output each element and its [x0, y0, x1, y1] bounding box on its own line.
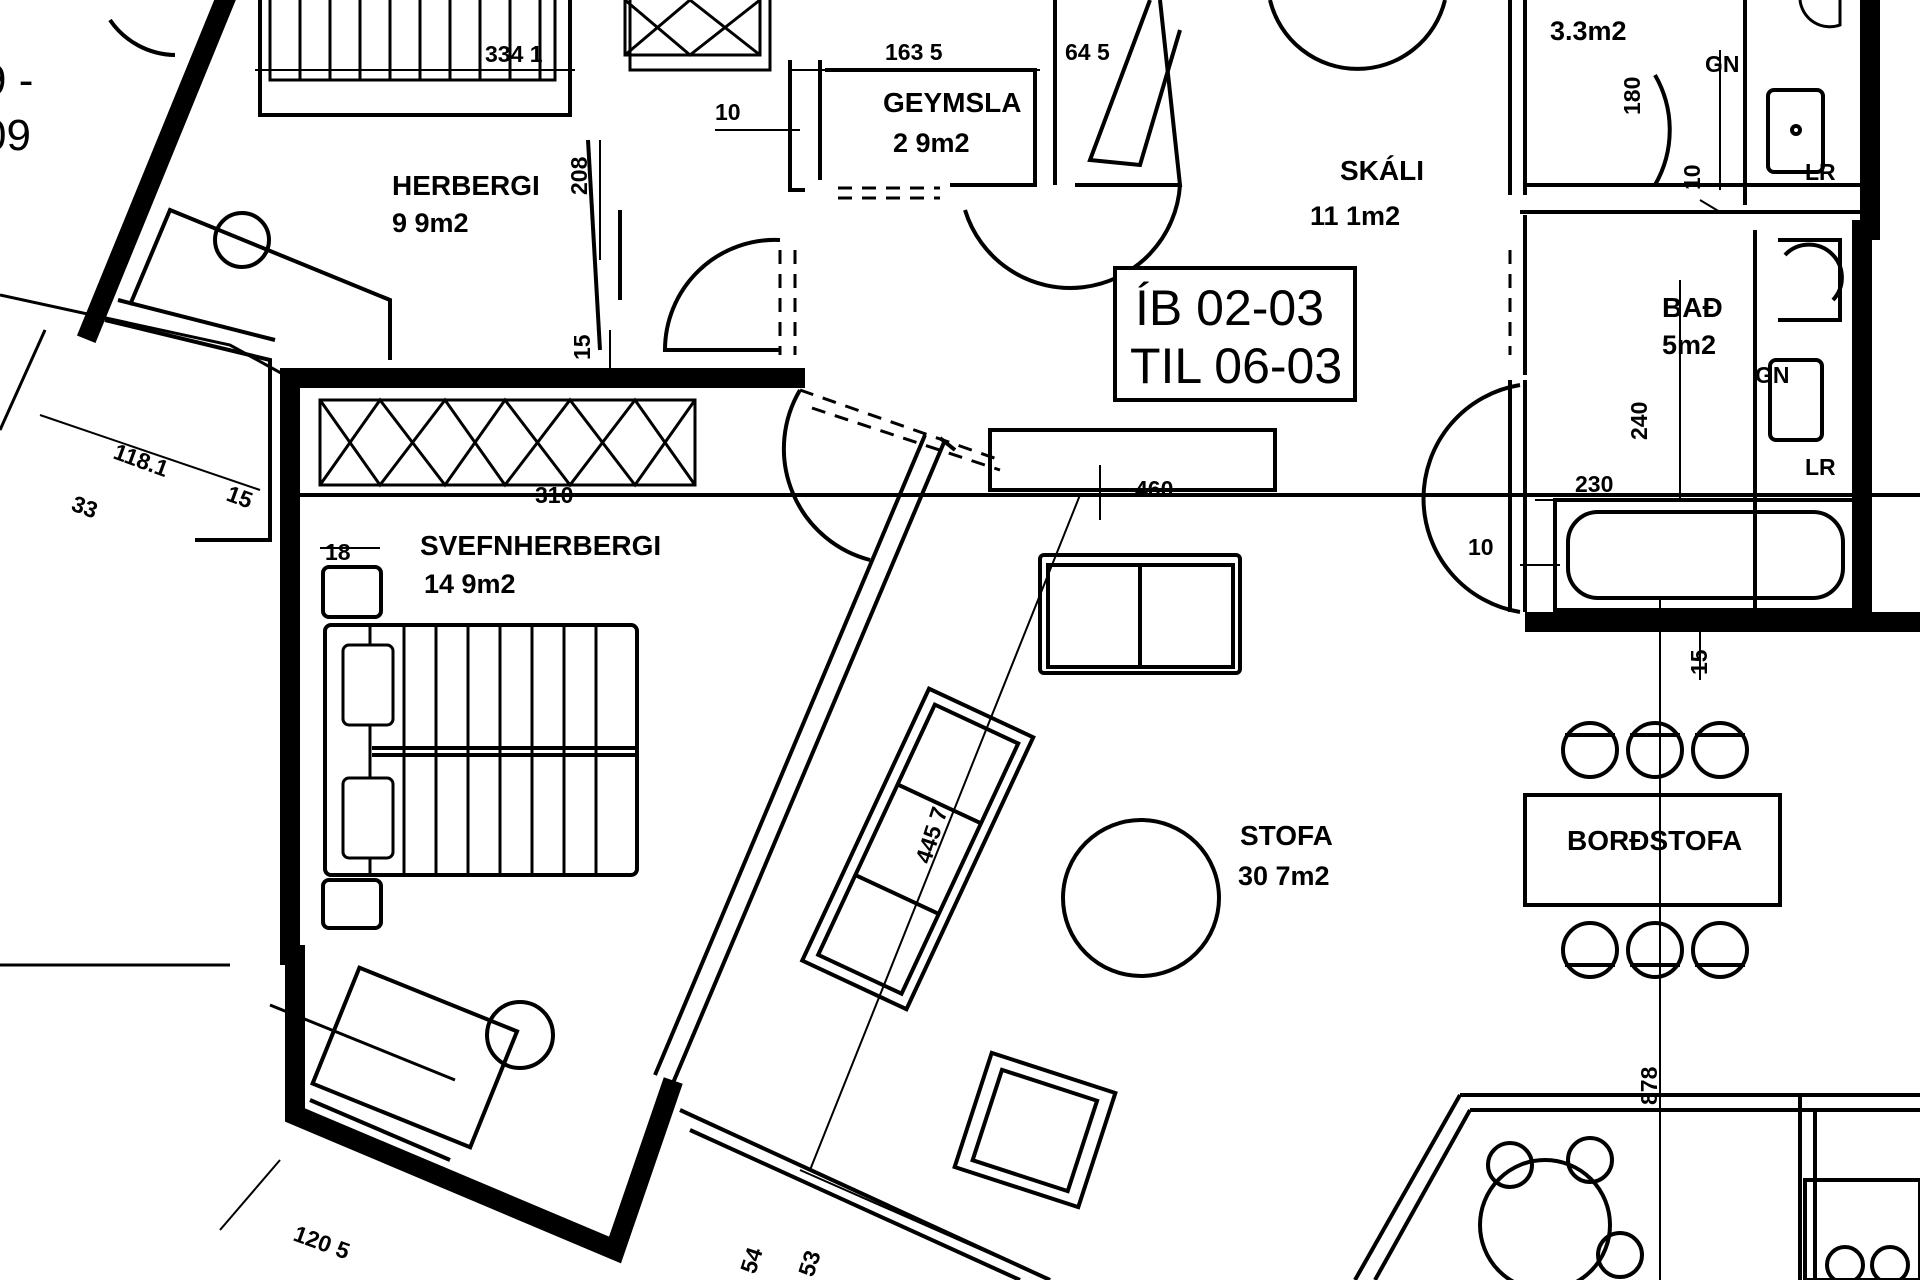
- dim-118: 118.1: [110, 438, 172, 482]
- top-hatch: [268, 0, 762, 82]
- dimension-texts: 334 1 163 5 64 5 10 208 15 18 310 460 11…: [68, 39, 1712, 1280]
- fixture-lr-bath: LR: [1805, 454, 1836, 480]
- side-table: [952, 1050, 1118, 1210]
- dim-180: 180: [1619, 77, 1645, 115]
- dim-163: 163 5: [885, 39, 943, 65]
- fixture-labels: GN LR GN LR: [1705, 51, 1836, 480]
- dim-53: 53: [793, 1247, 826, 1279]
- dim-445: 445 7: [910, 804, 953, 867]
- room-name-bordstofa: BORÐSTOFA: [1567, 825, 1742, 856]
- dim-230: 230: [1575, 471, 1613, 497]
- dresser: [309, 965, 520, 1150]
- doors: [108, 0, 1672, 614]
- room-area-svefnherbergi: 14 9m2: [424, 569, 516, 599]
- dim-64: 64 5: [1065, 39, 1110, 65]
- dim-15-left: 15: [569, 334, 595, 360]
- room-name-geymsla: GEYMSLA: [883, 87, 1021, 118]
- edge-text-a: 9 -: [0, 56, 33, 105]
- edge-text-b: 09: [0, 111, 31, 160]
- room-area-skali: 11 1m2: [1310, 201, 1400, 231]
- dim-120: 120 5: [290, 1220, 353, 1264]
- armchair: [1038, 553, 1242, 675]
- dim-208: 208: [566, 156, 592, 195]
- lamp-icon: [213, 211, 271, 269]
- double-bed: [321, 565, 639, 930]
- fixture-lr-top: LR: [1805, 159, 1836, 185]
- unit-code-box: ÍB 02-03 TIL 06-03: [1113, 266, 1357, 402]
- room-name-stofa: STOFA: [1240, 820, 1333, 851]
- round-table: [1478, 1136, 1644, 1280]
- room-area-herbergi: 9 9m2: [392, 208, 469, 238]
- dim-10-bath: 10: [1468, 534, 1494, 560]
- room-area-bad: 5m2: [1662, 330, 1716, 360]
- room-labels: HERBERGI 9 9m2 GEYMSLA 2 9m2 SKÁLI 11 1m…: [392, 16, 1742, 891]
- dim-460: 460: [1135, 476, 1173, 502]
- room-area-stofa: 30 7m2: [1238, 861, 1330, 891]
- dim-10-right: 10: [1679, 164, 1705, 190]
- dim-18: 18: [325, 539, 351, 565]
- dim-15-wall: 15: [223, 480, 256, 513]
- room-name-skali: SKÁLI: [1340, 155, 1424, 186]
- dim-54: 54: [735, 1244, 768, 1277]
- furniture: [128, 0, 1920, 1280]
- sofa: [799, 686, 1036, 1012]
- room-area-geymsla: 2 9m2: [893, 128, 970, 158]
- unit-code-line1: ÍB 02-03: [1135, 280, 1324, 336]
- wardrobe-hatch: [318, 397, 697, 488]
- dim-15-bottom: 15: [1686, 649, 1712, 675]
- dim-10-top: 10: [715, 99, 741, 125]
- unit-code-line2: TIL 06-03: [1130, 338, 1342, 394]
- kitchen-counter: [988, 428, 1277, 492]
- room-name-herbergi: HERBERGI: [392, 170, 540, 201]
- room-area-top-right: 3.3m2: [1550, 16, 1627, 46]
- kitchen-bottom-right: [1803, 1178, 1920, 1280]
- walls: [76, 0, 1920, 1264]
- dim-878: 878: [1636, 1066, 1662, 1105]
- coffee-table: [1061, 818, 1221, 978]
- fixture-gn-top: GN: [1705, 51, 1740, 77]
- lamp-icon: [485, 1000, 555, 1070]
- room-name-svefnherbergi: SVEFNHERBERGI: [420, 530, 661, 561]
- dim-33: 33: [68, 490, 101, 523]
- dim-240: 240: [1626, 402, 1652, 440]
- dining-set: [1523, 721, 1782, 979]
- dim-310: 310: [535, 482, 573, 508]
- desk: [128, 207, 392, 360]
- dimension-lines: [0, 50, 1755, 1280]
- dim-334: 334 1: [485, 41, 543, 67]
- fixture-gn-bath: GN: [1755, 362, 1790, 388]
- room-name-bad: BAÐ: [1662, 292, 1723, 323]
